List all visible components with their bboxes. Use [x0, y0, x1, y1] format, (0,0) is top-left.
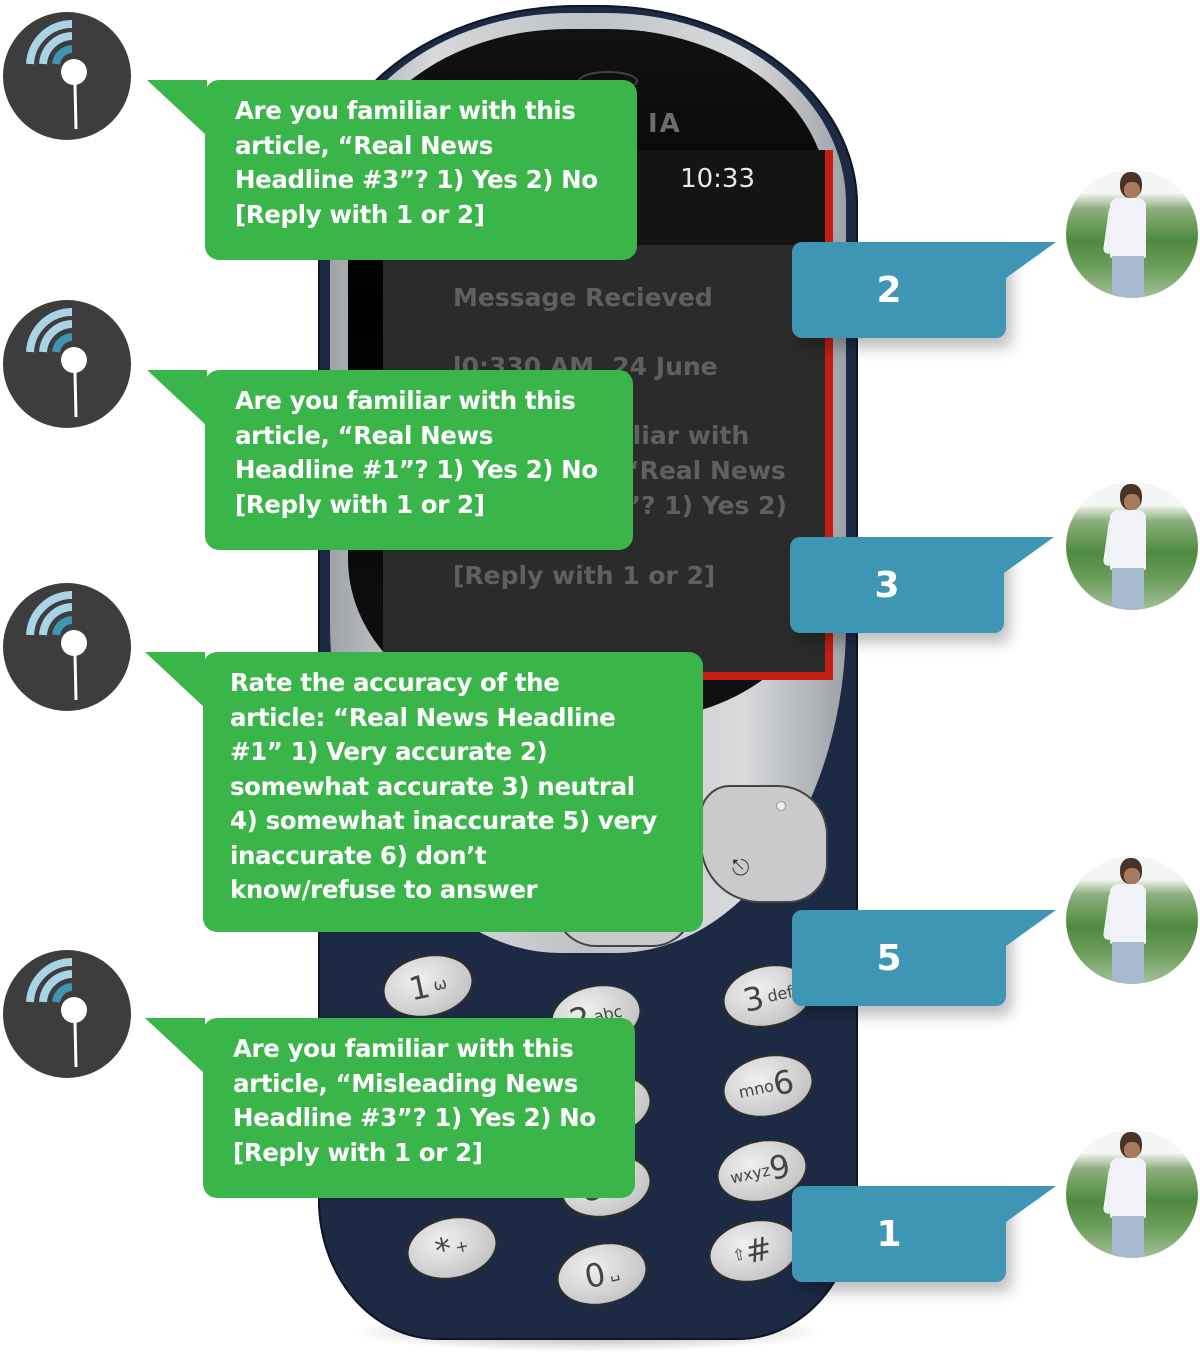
- power-icon: ⎋: [732, 856, 750, 881]
- user-reply-text: 3: [874, 564, 900, 606]
- key-letters: ␣: [606, 1261, 621, 1282]
- bubble-tail: [145, 1018, 205, 1074]
- key-number: 6: [769, 1062, 798, 1104]
- bot-message-bubble: Are you familiar with this article, “Rea…: [147, 80, 637, 260]
- bubble-tail: [1004, 537, 1054, 573]
- key-number: #: [741, 1228, 776, 1272]
- user-avatar: [1066, 482, 1198, 610]
- avatar-shirt: [1110, 1158, 1146, 1218]
- user-reply-text: 5: [876, 937, 902, 979]
- bot-message-text: Are you familiar with this article, “Rea…: [235, 386, 598, 519]
- avatar-jeans: [1112, 568, 1144, 610]
- user-avatar: [1066, 1130, 1198, 1258]
- bot-message-text: Are you familiar with this article, “Mis…: [233, 1034, 596, 1167]
- key-letters: +: [453, 1235, 471, 1257]
- sms-broadcast-icon: [3, 583, 131, 711]
- user-reply-bubble: 5: [792, 910, 1056, 1006]
- avatar-shirt: [1110, 884, 1146, 944]
- bubble-tail: [147, 370, 207, 426]
- bot-message-bubble: Are you familiar with this article, “Rea…: [147, 370, 633, 550]
- user-avatar: [1066, 856, 1198, 984]
- avatar-face: [1124, 182, 1140, 198]
- key-letters: ω: [431, 972, 449, 995]
- key-number: *: [431, 1229, 456, 1271]
- screen-message-title: Message Recieved: [453, 283, 713, 312]
- screen-clock: 10:33: [680, 164, 755, 194]
- sms-broadcast-icon: [3, 12, 131, 140]
- key-number: 1: [405, 967, 434, 1009]
- key-letters: wxyz: [728, 1160, 772, 1188]
- user-reply-bubble: 1: [792, 1186, 1056, 1282]
- bubble-tail: [147, 80, 207, 136]
- avatar-jeans: [1112, 1216, 1144, 1258]
- key-letters: def: [765, 981, 795, 1006]
- key-number: 3: [739, 978, 768, 1020]
- sms-broadcast-icon: [3, 300, 131, 428]
- user-reply-bubble: 3: [790, 537, 1054, 633]
- bubble-tail: [1006, 1186, 1056, 1222]
- key-number: 0: [581, 1254, 609, 1297]
- avatar-face: [1124, 494, 1140, 510]
- end-call-key[interactable]: ⎋: [700, 785, 828, 903]
- sms-broadcast-icon: [3, 950, 131, 1078]
- bubble-tail: [145, 652, 205, 708]
- user-reply-text: 2: [876, 269, 902, 311]
- bot-message-bubble: Rate the accuracy of the article: “Real …: [145, 652, 703, 932]
- key-number: 9: [765, 1146, 794, 1188]
- avatar-face: [1124, 868, 1140, 884]
- phone-brand-logo: IA: [648, 109, 682, 139]
- avatar-shirt: [1110, 198, 1146, 258]
- user-avatar: [1066, 170, 1198, 298]
- bubble-tail: [1006, 910, 1056, 946]
- user-reply-bubble: 2: [792, 242, 1056, 338]
- user-reply-text: 1: [876, 1213, 902, 1255]
- avatar-jeans: [1112, 256, 1144, 298]
- bot-message-bubble: Are you familiar with this article, “Mis…: [145, 1018, 635, 1198]
- key-letters: mno: [736, 1075, 776, 1102]
- bot-message-text: Are you familiar with this article, “Rea…: [235, 96, 598, 229]
- avatar-face: [1124, 1142, 1140, 1158]
- indicator-dot: [776, 801, 786, 811]
- avatar-jeans: [1112, 942, 1144, 984]
- bot-message-text: Rate the accuracy of the article: “Real …: [230, 668, 657, 904]
- bubble-tail: [1006, 242, 1056, 278]
- screen-message-line: [Reply with 1 or 2]: [453, 561, 716, 590]
- avatar-shirt: [1110, 510, 1146, 570]
